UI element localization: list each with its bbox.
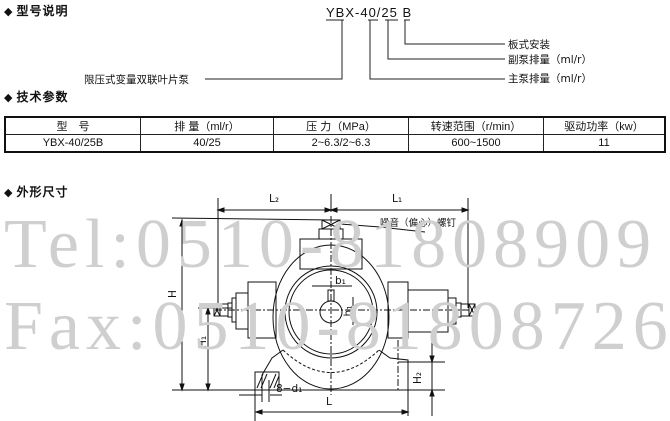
header-displacement: 排 量（ml/r）	[140, 116, 274, 135]
spec-table: 型 号 排 量（ml/r） 压 力（MPa） 转速范围（r/min） 驱动功率（…	[4, 116, 666, 153]
model-code: YBX-40/25 B	[326, 5, 413, 20]
header-model: 型 号	[4, 116, 141, 135]
screw-label: 噪音（偏心）螺钉	[380, 218, 457, 229]
dim-label-b1: b₁	[335, 275, 346, 287]
table-row: YBX-40/25B 40/25 2~6.3/2~6.3 600~1500 11	[4, 134, 666, 153]
dim-label-H2: H₂	[412, 371, 425, 385]
header-speed: 转速范围（r/min）	[408, 116, 544, 135]
table-header-row: 型 号 排 量（ml/r） 压 力（MPa） 转速范围（r/min） 驱动功率（…	[4, 116, 666, 135]
cell-model: YBX-40/25B	[4, 134, 141, 153]
section-title-model-desc: ◆型号说明	[4, 4, 69, 18]
callout-main-pump-displacement: 主泵排量（ml/r）	[508, 73, 592, 85]
cell-speed: 600~1500	[408, 134, 544, 153]
model-code-callout-lines	[205, 19, 505, 80]
dim-label-L: L	[326, 396, 332, 408]
callout-pump-type: 限压式变量双联叶片泵	[84, 74, 189, 86]
watermark-fax: Fax:0510-81808726	[4, 288, 670, 365]
cell-pressure: 2~6.3/2~6.3	[273, 134, 409, 153]
section-title-dimensions: ◆外形尺寸	[4, 185, 69, 199]
diamond-bullet-icon: ◆	[4, 5, 14, 18]
header-pressure: 压 力（MPa）	[273, 116, 409, 135]
watermark-tel: Tel:0510-81808909	[4, 206, 658, 283]
callout-aux-pump-displacement: 副泵排量（ml/r）	[508, 54, 592, 66]
callout-plate-mount: 板式安装	[508, 39, 550, 51]
dim-label-L1: L₁	[392, 193, 403, 205]
diamond-bullet-icon: ◆	[4, 186, 14, 199]
dim-label-L2: L₂	[269, 193, 280, 205]
cell-displacement: 40/25	[140, 134, 274, 153]
pump-outline-drawing	[171, 194, 476, 421]
cell-power: 11	[543, 134, 666, 153]
diamond-bullet-icon: ◆	[4, 91, 14, 104]
section-title-tech-params: ◆技术参数	[4, 90, 69, 104]
dim-label-holes: 8−d₁	[276, 383, 303, 395]
header-power: 驱动功率（kw）	[543, 116, 666, 135]
